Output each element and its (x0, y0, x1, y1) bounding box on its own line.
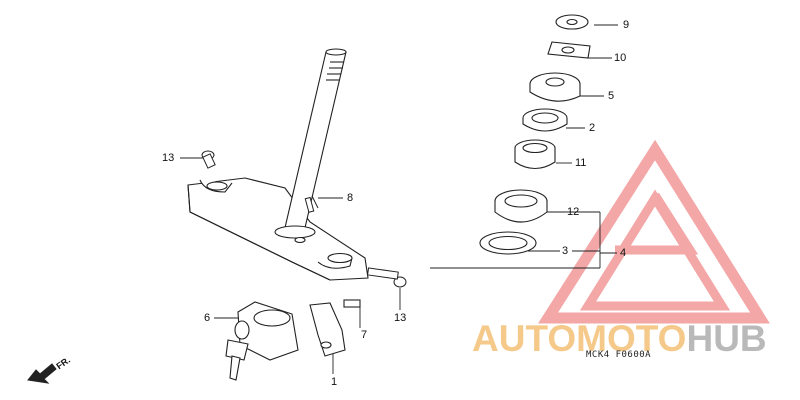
callout-13-bottom: 13 (394, 312, 407, 324)
watermark-text-primary: AUTOMOTO (472, 318, 687, 359)
callout-6: 6 (204, 312, 211, 324)
bracket (309, 299, 361, 357)
watermark-logo (537, 139, 770, 324)
callout-10: 10 (614, 52, 627, 64)
bolts (201, 150, 407, 288)
callout-1: 1 (331, 376, 338, 388)
diagram-code: MCK4 F0600A (586, 350, 652, 360)
leader-lines (180, 24, 618, 374)
callout-4: 4 (620, 247, 627, 259)
bearing-stack (479, 14, 591, 255)
callout-5: 5 (608, 90, 615, 102)
callout-13-top: 13 (162, 152, 175, 164)
watermark: AUTOMOTOHUB (472, 318, 767, 360)
ignition-switch (225, 301, 299, 381)
steering-stem (187, 48, 369, 281)
callout-9: 9 (623, 19, 630, 31)
front-arrow-icon (27, 363, 57, 384)
callout-12: 12 (567, 206, 580, 218)
callout-8: 8 (347, 192, 354, 204)
callout-7: 7 (361, 329, 368, 341)
callout-2: 2 (589, 122, 596, 134)
callout-11: 11 (575, 157, 587, 169)
watermark-text-secondary: HUB (686, 318, 767, 359)
callout-3: 3 (562, 245, 569, 257)
